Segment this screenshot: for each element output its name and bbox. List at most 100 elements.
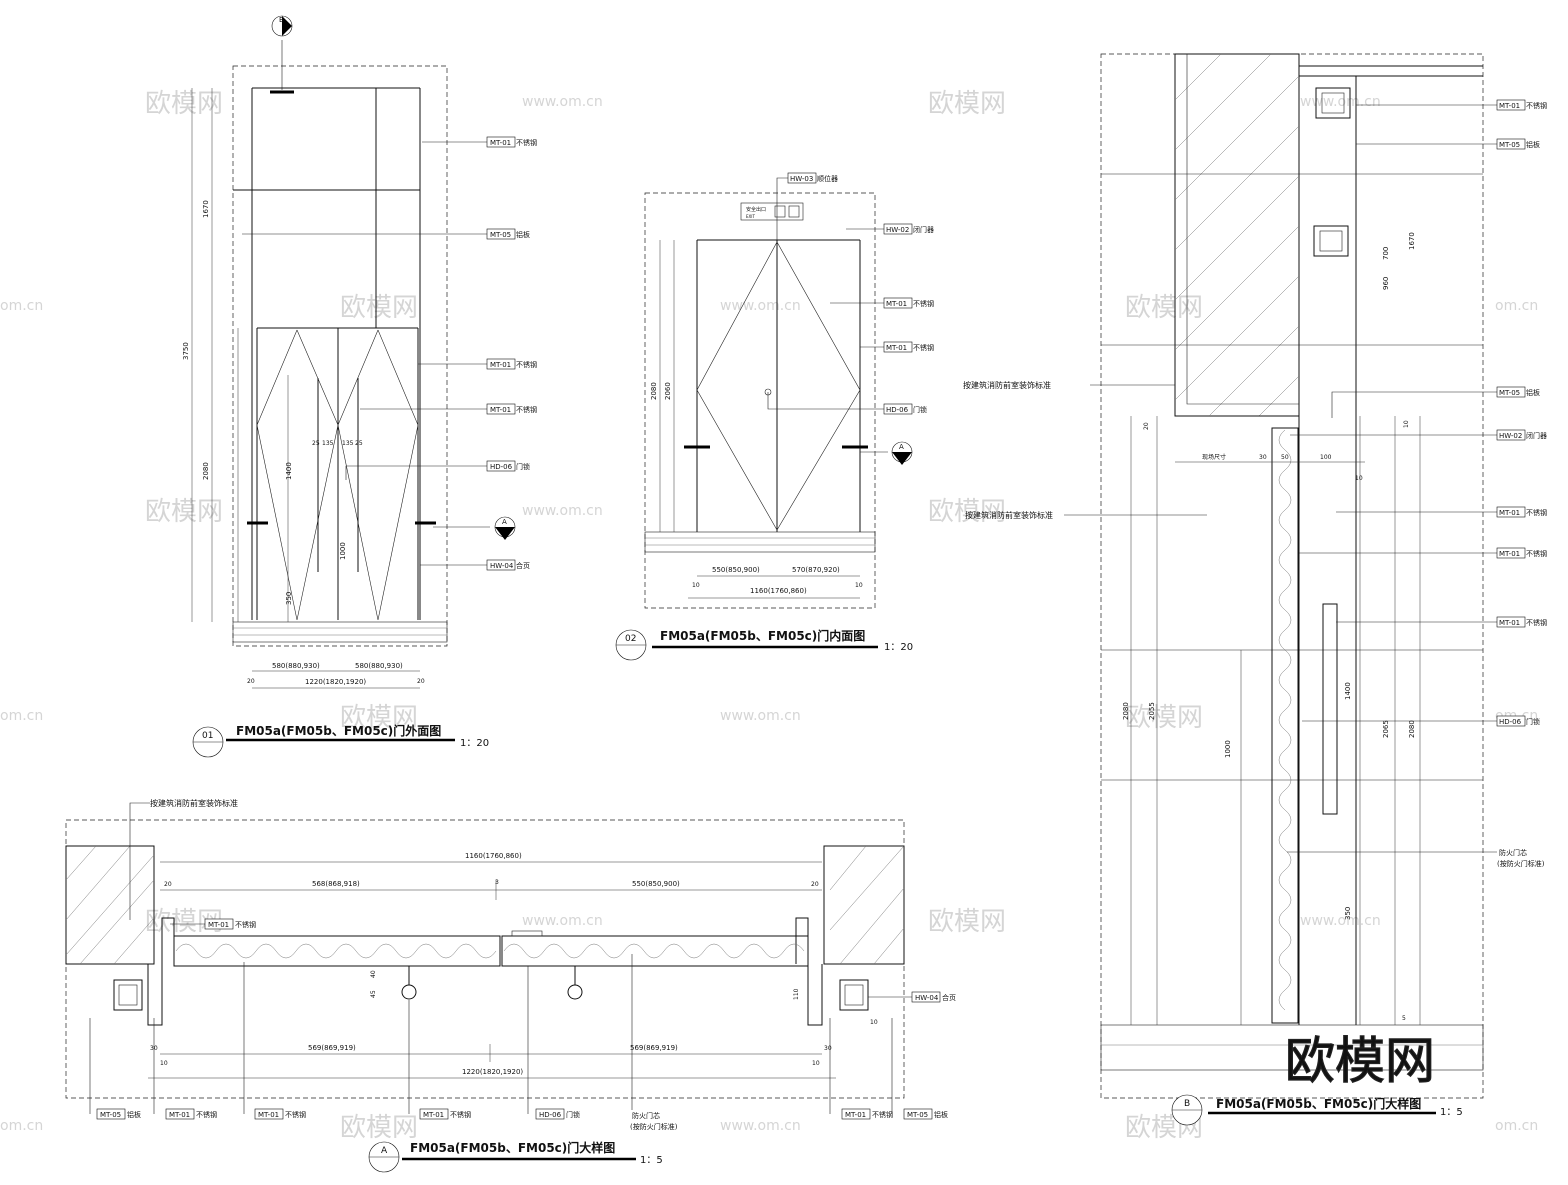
callout-code: MT-01 [208, 921, 229, 929]
watermarks: 欧模网 www.om.cn 欧模网 www.om.cn om.cn 欧模网 ww… [0, 89, 1538, 1143]
view-scale: 1：5 [1440, 1107, 1463, 1118]
dim-edge: 20 [247, 678, 255, 685]
callout-code: MT-05 [1499, 141, 1520, 149]
watermark-brand: 欧模网 [928, 89, 1006, 119]
dim-lock: 1000 [339, 542, 347, 560]
dim-total-width: 1160(1760,860) [750, 587, 807, 595]
view-number: A [381, 1146, 388, 1156]
watermark-site: om.cn [0, 708, 43, 724]
dim-2055: 2055 [1148, 702, 1156, 720]
callout-name: 铝板 [127, 1110, 141, 1119]
dim-leaf-left: 580(880,930) [272, 662, 320, 670]
callout-name: 不锈钢 [235, 920, 256, 929]
dim-lower: 2080 [202, 462, 210, 480]
watermark-site: www.om.cn [522, 913, 603, 929]
view-title: FM05a(FM05b、FM05c)门大样图 [410, 1140, 615, 1155]
callout-code: MT-01 [1499, 550, 1520, 558]
dim-135: 135 [342, 440, 354, 447]
note-fire-standard: 按建筑消防前室装饰标准 [965, 510, 1053, 520]
dim-2080: 2080 [1122, 702, 1130, 720]
dim-mid: 3 [495, 879, 499, 886]
callout-name: 铝板 [934, 1110, 948, 1119]
watermark-site: www.om.cn [720, 298, 801, 314]
callout-code: HW-04 [915, 994, 939, 1002]
watermark-brand: 欧模网 [340, 703, 418, 733]
watermark-brand: 欧模网 [928, 907, 1006, 937]
callout-name: 铝板 [1526, 388, 1540, 397]
dim-700: 700 [1382, 247, 1390, 260]
callout-name: 不锈钢 [1526, 618, 1547, 627]
dim-50: 50 [1281, 454, 1289, 461]
dim-bottom-right: 569(869,919) [630, 1044, 678, 1052]
callout-code: MT-01 [1499, 509, 1520, 517]
dim-edge: 10 [855, 582, 863, 589]
callout-code: MT-01 [886, 344, 907, 352]
view-01-outer-elevation: B A 3750 1670 2080 1 [182, 15, 537, 758]
note-fire-standard: 按建筑消防前室装饰标准 [963, 380, 1051, 390]
dim-100: 100 [1320, 454, 1332, 461]
view-title: FM05a(FM05b、FM05c)门大样图 [1216, 1096, 1421, 1111]
dim-40: 40 [370, 970, 377, 978]
watermark-brand: 欧模网 [145, 89, 223, 119]
callout-code: MT-01 [258, 1111, 279, 1119]
callout-code: HD-06 [490, 463, 513, 471]
callout-name: 不锈钢 [913, 299, 934, 308]
dim-20: 20 [1143, 422, 1150, 430]
dim-total-width: 1220(1820,1920) [305, 678, 366, 686]
dim-leaf-left: 550(850,900) [712, 566, 760, 574]
callout-name: 不锈钢 [516, 360, 537, 369]
dim-110: 110 [793, 988, 800, 1000]
dim-edge: 20 [164, 881, 172, 888]
watermark-logo: 欧模网 [1285, 1032, 1435, 1090]
dim-edge: 20 [417, 678, 425, 685]
callout-code: MT-01 [886, 300, 907, 308]
callout-name: 门锁 [516, 462, 530, 471]
dim-site-size: 现场尺寸 [1202, 453, 1226, 461]
dim-handle: 1400 [285, 462, 293, 480]
watermark-site: om.cn [1495, 298, 1538, 314]
view-02-inner-elevation: 安全出口 EXIT A 2080 2060 550(850,900) 570(8… [615, 172, 934, 661]
note-fire-standard: 按建筑消防前室装饰标准 [150, 798, 238, 808]
view-scale: 1：20 [460, 738, 489, 749]
running-man-icon [774, 205, 786, 218]
watermark-brand: 欧模网 [1125, 293, 1203, 323]
callout-name: 不锈钢 [1526, 101, 1547, 110]
dim-10: 10 [870, 1019, 878, 1026]
callout-name: 合页 [516, 561, 530, 570]
callout-name: 门锁 [913, 405, 927, 414]
callout-name: 顺位器 [817, 174, 838, 183]
callout-code: MT-01 [1499, 102, 1520, 110]
dim-edge: 10 [812, 1060, 820, 1067]
watermark-site: om.cn [0, 298, 43, 314]
dim-135: 135 [322, 440, 334, 447]
note-fire-core: 防火门芯 [1499, 848, 1527, 857]
view-boundary [232, 65, 448, 647]
dim-2065: 2065 [1382, 720, 1390, 738]
dim-30: 30 [1259, 454, 1267, 461]
callout-code: MT-01 [490, 139, 511, 147]
callout-name: 闭门器 [1526, 431, 1547, 440]
dim-25: 25 [355, 440, 363, 447]
note-fire-core: (按防火门标准) [630, 1122, 678, 1131]
callout-name: 不锈钢 [450, 1110, 471, 1119]
view-number: 02 [625, 634, 636, 644]
dim-h2: 2060 [664, 382, 672, 400]
watermark-site: www.om.cn [1300, 913, 1381, 929]
exit-sign-text: 安全出口 [746, 206, 766, 213]
callout-code: MT-01 [490, 361, 511, 369]
dim-960: 960 [1382, 277, 1390, 290]
callout-code: MT-01 [845, 1111, 866, 1119]
callout-code: HD-06 [886, 406, 909, 414]
callout-name: 不锈钢 [872, 1110, 893, 1119]
dim-edge: 30 [824, 1045, 832, 1052]
callout-name: 不锈钢 [913, 343, 934, 352]
dim-bottom-left: 569(869,919) [308, 1044, 356, 1052]
watermark-site: www.om.cn [720, 708, 801, 724]
view-number: 01 [202, 731, 213, 741]
arrow-icon [788, 205, 800, 218]
callout-code: HW-02 [886, 226, 909, 234]
section-marker-label: A [899, 443, 904, 451]
callout-name: 铝板 [1526, 140, 1540, 149]
callout-name: 合页 [942, 993, 956, 1002]
